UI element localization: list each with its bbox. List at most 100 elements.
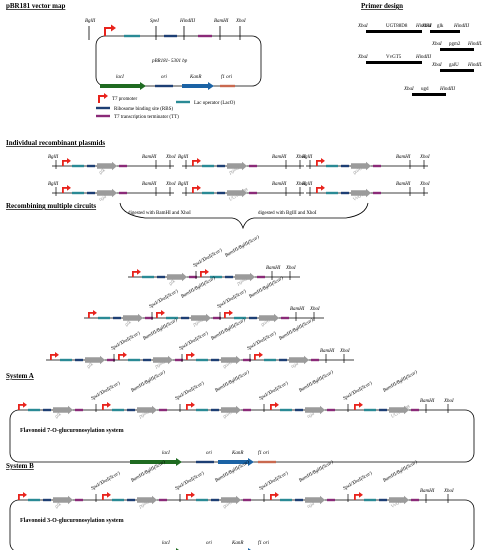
system-a-title: System A (6, 372, 34, 380)
vector-title: pBR181 vector map (6, 2, 65, 10)
scar-label: SpeI/XbaI(Scar) (179, 331, 210, 352)
gene-label-pgm2: pgm2 (154, 360, 167, 371)
scar-label: SpeI/XbaI(Scar) (259, 471, 290, 492)
rbs-segment (75, 358, 83, 362)
plasmids-title: Individual recombinant plasmids (6, 139, 105, 147)
gene-arrow-pgm2 (227, 161, 247, 171)
primer-fragment-glk (430, 30, 460, 33)
vector-laci-arrow (100, 82, 146, 90)
gene-arrow-VvGT5 (389, 495, 409, 505)
tt-segment (281, 316, 289, 320)
recombining-title: Recombining multiple circuits (6, 202, 96, 210)
ori-label: ori (206, 451, 212, 456)
gene-arrow-pgm2 (137, 495, 157, 505)
gene-label-glk: glk (87, 362, 95, 370)
bamhi-label: BamHI (420, 399, 435, 404)
primer-fragment-UGT88D8 (366, 30, 422, 33)
xhoi-label: XhoI (295, 155, 306, 160)
gene-label-glk: glk (99, 168, 107, 176)
laci-arrow (130, 458, 182, 466)
f1-ori-label: f1 ori (258, 451, 270, 456)
primer-fragment-galU (440, 69, 474, 72)
primer-xbai-label: XbaI (431, 63, 442, 68)
vector-map: BglII SpeI HindIII BamHI XhoI pBR181- 53… (85, 19, 262, 90)
vector-f1-label: f1 ori (221, 75, 233, 80)
legend: T7 promoter Ribosome binding site (RBS) … (96, 93, 235, 120)
scar-label: SpeI/XbaI(Scar) (343, 381, 374, 402)
xhoi-label: XhoI (443, 489, 454, 494)
gene-arrow-galU (221, 355, 241, 365)
f1-ori-label: f1 ori (258, 541, 270, 546)
rbs-segment (211, 498, 219, 502)
primer-gene-label: glk (437, 24, 444, 29)
gene-label-galU: galU (223, 360, 234, 370)
system-b-title: System B (6, 462, 34, 470)
laco-segment (142, 275, 154, 279)
tt-segment (119, 164, 127, 168)
bamhi-label: BamHI (272, 182, 287, 187)
gene-label-ugd: ugd (307, 501, 316, 509)
promoter-icon (316, 158, 325, 166)
vector-promoter-icon (104, 24, 116, 36)
system-name: Flavonoid 3-O-glucuronosylation system (20, 518, 124, 524)
bglii-label: BglII (302, 182, 313, 187)
vector-backbone (95, 35, 262, 87)
gene-label-pgm2: pgm2 (236, 277, 249, 288)
gene-arrow-glk (53, 405, 73, 415)
ori-segment (196, 460, 214, 464)
promoter-icon (316, 185, 325, 193)
rbs-segment (127, 498, 135, 502)
gene-label-ugd: ugd (291, 361, 300, 369)
kan-arrow (218, 458, 254, 466)
ori-label: ori (206, 541, 212, 546)
tt-segment (411, 408, 419, 412)
promoter-icon (224, 310, 233, 318)
vector-tt (198, 34, 212, 38)
rbs-segment (87, 191, 95, 195)
rbs-segment (87, 164, 95, 168)
bglii-label: BglII (48, 182, 59, 187)
vector-rbs (164, 34, 177, 38)
promoter-icon (354, 402, 363, 410)
vector-kan-label: KanR (189, 75, 201, 80)
gene-arrow-pgm2 (191, 313, 211, 323)
vector-plasmid-name: pBR181- 5301 bp (151, 59, 188, 64)
rbs-segment (279, 358, 287, 362)
legend-tt-swatch (96, 114, 110, 118)
scar-label: SpeI/XbaI(Scar) (111, 331, 142, 352)
tt-segment (243, 498, 251, 502)
scar-label: BamHI/BglII(Scar) (299, 460, 335, 484)
primer-gene-label: pgm2 (449, 42, 461, 47)
recombined-row: glk pgm2 SpeI/XbaI(Scar)BamHI/BglII(Scar) g… (46, 318, 354, 370)
promoter-icon (186, 402, 195, 410)
laco-segment (28, 408, 40, 412)
laco-segment (98, 316, 110, 320)
promoter-icon (192, 185, 201, 193)
gene-arrow-UGT88D8 (389, 405, 409, 415)
rbs-segment (181, 316, 189, 320)
scar-label: BamHI/BglII(Scar) (131, 370, 167, 394)
promoter-icon (18, 492, 27, 500)
gene-arrow-pgm2 (153, 355, 173, 365)
laco-segment (112, 408, 124, 412)
site-spei: SpeI (150, 19, 159, 24)
rbs-segment (217, 191, 225, 195)
scar-label: BamHI/BglII(Scar) (249, 276, 285, 300)
promoter-icon (270, 402, 279, 410)
scar-label: SpeI/XbaI(Scar) (259, 381, 290, 402)
bamhi-label: BamHI (142, 182, 157, 187)
bglii-label: BglII (178, 155, 189, 160)
rbs-segment (127, 408, 135, 412)
gene-label-VvGT5: VvGT5 (391, 498, 406, 510)
promoter-icon (50, 352, 59, 360)
gene-arrow-glk (123, 313, 143, 323)
scar-label: BamHI/BglII(Scar) (143, 318, 179, 342)
rbs-segment (211, 408, 219, 412)
laco-segment (28, 498, 40, 502)
promoter-icon (102, 402, 111, 410)
bamhi-label: BamHI (396, 182, 411, 187)
